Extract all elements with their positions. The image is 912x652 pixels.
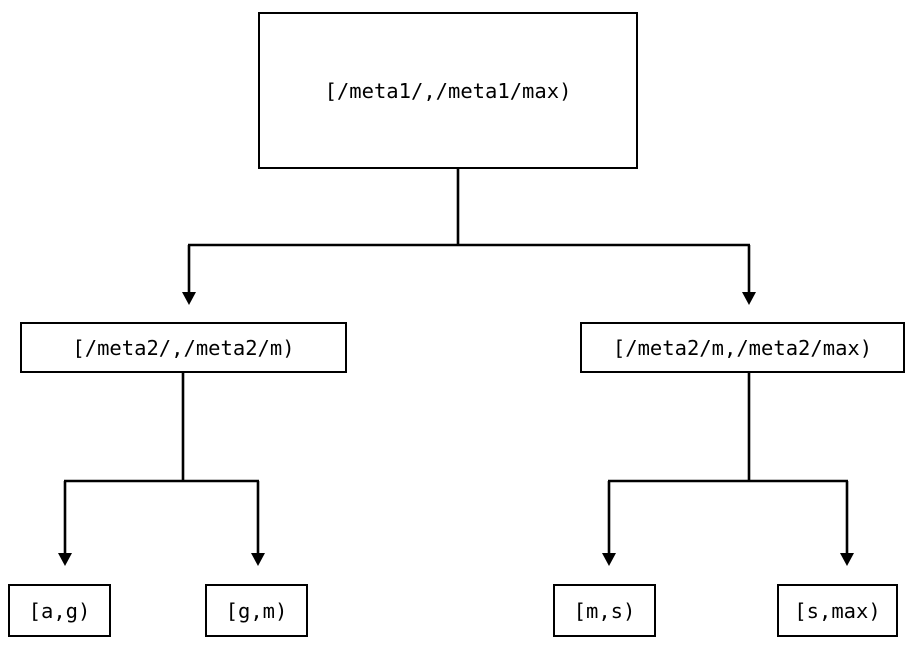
node-leaf-4[interactable]: [s,max) <box>777 584 898 637</box>
node-leaf-2[interactable]: [g,m) <box>205 584 308 637</box>
node-mid-right[interactable]: [/meta2/m,/meta2/max) <box>580 322 905 373</box>
node-root[interactable]: [/meta1/,/meta1/max) <box>258 12 638 169</box>
node-root-label: [/meta1/,/meta1/max) <box>324 78 572 103</box>
edge-root-to-mid-group <box>182 169 756 305</box>
edge-mid-left-to-leaves-group <box>58 373 265 566</box>
node-leaf-4-label: [s,max) <box>794 598 881 623</box>
node-leaf-3[interactable]: [m,s) <box>553 584 656 637</box>
node-leaf-3-label: [m,s) <box>573 598 636 623</box>
arrowhead-leaf-4 <box>840 553 854 566</box>
node-leaf-2-label: [g,m) <box>225 598 288 623</box>
node-leaf-1-label: [a,g) <box>28 598 91 623</box>
node-leaf-1[interactable]: [a,g) <box>8 584 111 637</box>
arrowhead-mid-left <box>182 292 196 305</box>
arrowhead-leaf-3 <box>602 553 616 566</box>
edge-mid-right-to-leaves-group <box>602 373 854 566</box>
node-mid-left[interactable]: [/meta2/,/meta2/m) <box>20 322 347 373</box>
node-mid-right-label: [/meta2/m,/meta2/max) <box>612 335 873 360</box>
arrowhead-leaf-2 <box>251 553 265 566</box>
arrowhead-mid-right <box>742 292 756 305</box>
node-mid-left-label: [/meta2/,/meta2/m) <box>72 335 295 360</box>
arrowhead-leaf-1 <box>58 553 72 566</box>
